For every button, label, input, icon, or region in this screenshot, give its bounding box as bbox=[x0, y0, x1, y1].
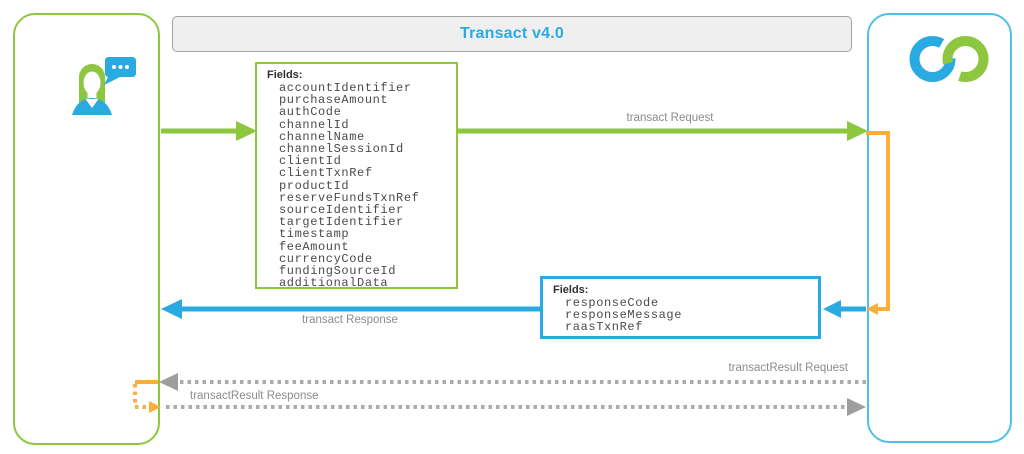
person-chat-icon bbox=[72, 57, 136, 115]
transact-result-response-label: transactResult Response bbox=[190, 390, 319, 402]
transact-result-request-arrow bbox=[159, 373, 866, 391]
bubble-dot bbox=[118, 65, 123, 69]
person-face bbox=[83, 71, 101, 95]
field-item: raasTxnRef bbox=[565, 320, 644, 335]
interlocking-rings-logo bbox=[909, 36, 989, 82]
field-item: targetIdentifier bbox=[279, 215, 404, 230]
field-item: fundingSourceId bbox=[279, 264, 397, 279]
transact-result-request-label: transactResult Request bbox=[728, 362, 848, 374]
field-item: timestamp bbox=[279, 227, 350, 242]
field-item: responseMessage bbox=[565, 308, 683, 323]
field-item: channelName bbox=[279, 129, 365, 144]
field-item: clientTxnRef bbox=[279, 166, 373, 181]
speech-bubble-tail bbox=[104, 75, 120, 85]
diagram-title-bar: Transact v4.0 bbox=[172, 16, 852, 52]
response-fields-heading: Fields: bbox=[553, 284, 589, 296]
field-item: channelId bbox=[279, 117, 350, 132]
field-item: channelSessionId bbox=[279, 142, 404, 157]
bubble-dot bbox=[125, 65, 129, 69]
bubble-dot bbox=[112, 65, 116, 69]
field-item: clientId bbox=[279, 154, 342, 169]
field-item: currencyCode bbox=[279, 251, 373, 266]
field-item: additionalData bbox=[279, 276, 389, 291]
request-fields-heading: Fields: bbox=[267, 69, 303, 81]
person-neck bbox=[87, 89, 97, 100]
field-item: authCode bbox=[279, 105, 342, 120]
diagram-title: Transact v4.0 bbox=[460, 25, 564, 42]
platform-actor-box bbox=[867, 13, 1012, 443]
field-item: accountIdentifier bbox=[279, 81, 412, 95]
transact-response-label: transact Response bbox=[302, 314, 398, 326]
field-item: feeAmount bbox=[279, 239, 350, 254]
field-item: sourceIdentifier bbox=[279, 203, 404, 218]
field-item: purchaseAmount bbox=[279, 93, 389, 108]
transact-request-label: transact Request bbox=[626, 112, 714, 124]
field-item: productId bbox=[279, 178, 350, 193]
person-collar bbox=[85, 99, 99, 108]
field-item: reserveFundsTxnRef bbox=[279, 190, 420, 205]
customer-actor-box bbox=[13, 13, 160, 445]
field-item: responseCode bbox=[565, 296, 659, 310]
logo-ring-green bbox=[942, 36, 989, 82]
